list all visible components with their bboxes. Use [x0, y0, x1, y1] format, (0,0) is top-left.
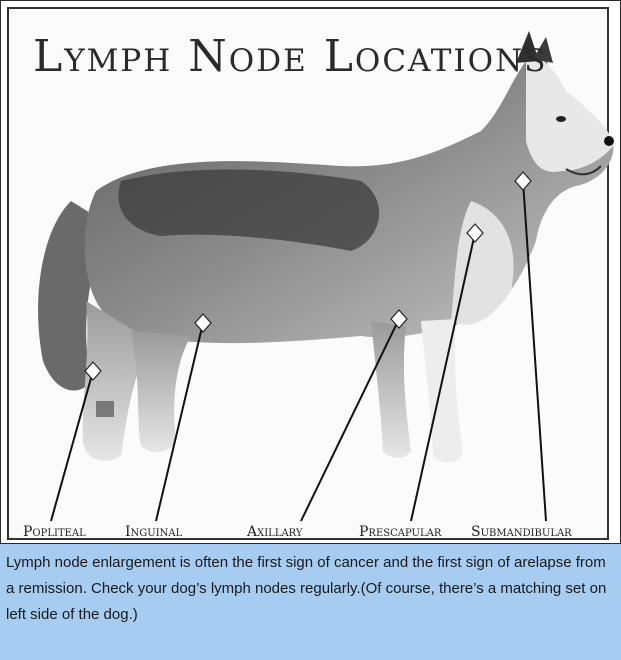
label-prescapular: Prescapular	[359, 524, 441, 540]
label-axillary: Axillary	[247, 524, 303, 540]
label-submandibular: Submandibular	[471, 524, 572, 540]
caption-box: Lymph node enlargement is often the firs…	[0, 544, 621, 660]
caption-text: Lymph node enlargement is often the firs…	[6, 554, 606, 623]
label-inguinal: Inguinal	[125, 524, 182, 540]
diagram-title: Lymph Node Locations	[33, 31, 547, 82]
diagram-frame: Lymph Node Locations Popliteal Inguinal …	[0, 0, 621, 544]
dog-illustration	[1, 1, 621, 543]
label-popliteal: Popliteal	[23, 524, 86, 540]
